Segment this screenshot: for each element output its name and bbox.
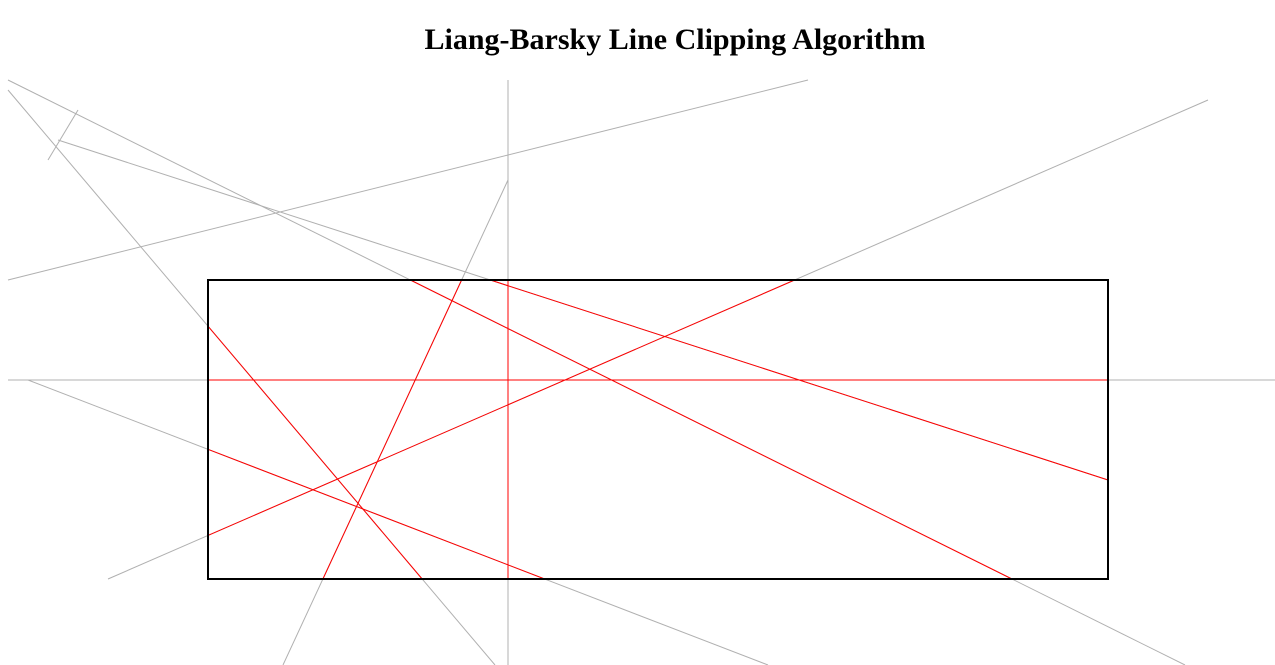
line-a-clipped (410, 279, 1013, 580)
clipped-segments (207, 279, 1109, 580)
line-f-clipped (207, 448, 545, 580)
page-title: Liang-Barsky Line Clipping Algorithm (424, 23, 926, 56)
line-c-clipped (207, 325, 423, 580)
line-e-clipped (207, 279, 795, 536)
line-d-clipped (322, 279, 463, 580)
line-b-clipped (490, 279, 1109, 481)
unclipped-lines (7, 79, 1275, 665)
clip-window (207, 279, 1109, 580)
line-h-full (47, 109, 79, 161)
line-g-full (7, 79, 809, 281)
